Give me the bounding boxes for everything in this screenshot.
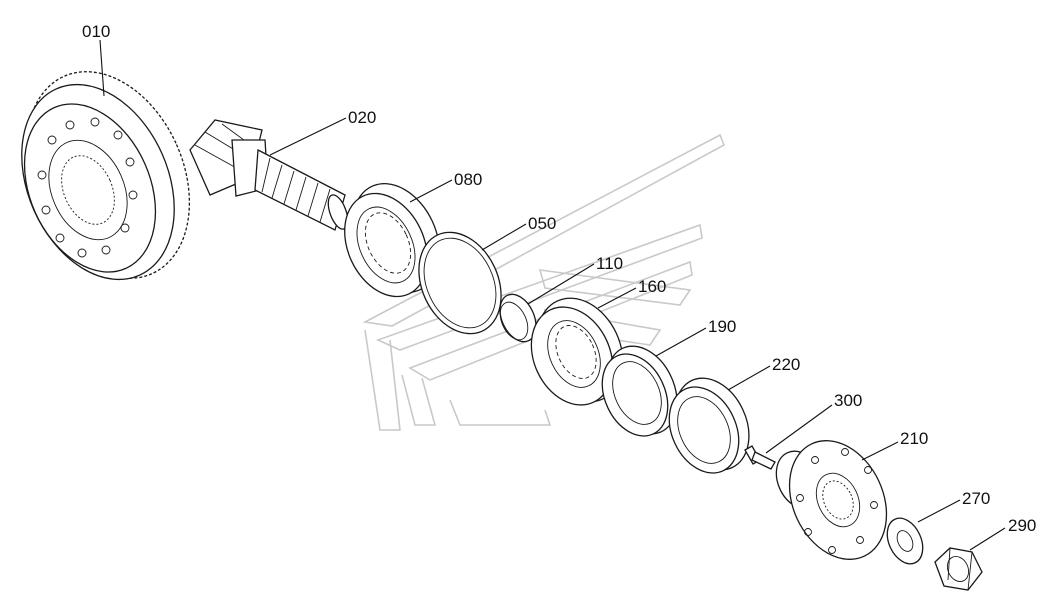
callout-300: 300 — [765, 391, 862, 454]
bearing-080 — [344, 182, 441, 298]
flange-210 — [775, 440, 888, 560]
callout-label: 080 — [454, 170, 482, 189]
callout-160: 160 — [597, 277, 666, 309]
callout-190: 190 — [655, 317, 736, 357]
collar-220 — [668, 377, 750, 474]
callout-110: 110 — [527, 254, 623, 305]
callout-020: 020 — [269, 108, 376, 156]
pinion-shaft-020 — [189, 119, 349, 231]
callout-290: 290 — [969, 516, 1036, 551]
callout-label: 270 — [962, 489, 990, 508]
callout-label: 190 — [708, 317, 736, 336]
callout-label: 050 — [528, 214, 556, 233]
ring-gear-010 — [21, 71, 191, 281]
callout-220: 220 — [727, 355, 800, 391]
bolt-300 — [744, 445, 776, 470]
callout-050: 050 — [481, 214, 556, 251]
shim-ring-050 — [418, 231, 502, 335]
callout-label: 160 — [638, 277, 666, 296]
callout-label: 210 — [900, 429, 928, 448]
washer-270 — [886, 517, 924, 565]
spacer-110 — [499, 293, 537, 343]
callout-210: 210 — [861, 429, 928, 461]
nut-290 — [934, 547, 983, 591]
callout-010: 010 — [82, 22, 110, 97]
callout-label: 300 — [834, 391, 862, 410]
seal-190 — [601, 345, 678, 437]
callout-label: 010 — [82, 22, 110, 41]
bearing-160 — [530, 297, 624, 406]
watermark-logo — [362, 133, 726, 431]
callout-label: 020 — [348, 108, 376, 127]
callout-270: 270 — [917, 489, 990, 523]
callout-label: 220 — [772, 355, 800, 374]
callout-label: 110 — [596, 254, 623, 273]
callout-label: 290 — [1008, 516, 1036, 535]
callout-080: 080 — [409, 170, 482, 203]
